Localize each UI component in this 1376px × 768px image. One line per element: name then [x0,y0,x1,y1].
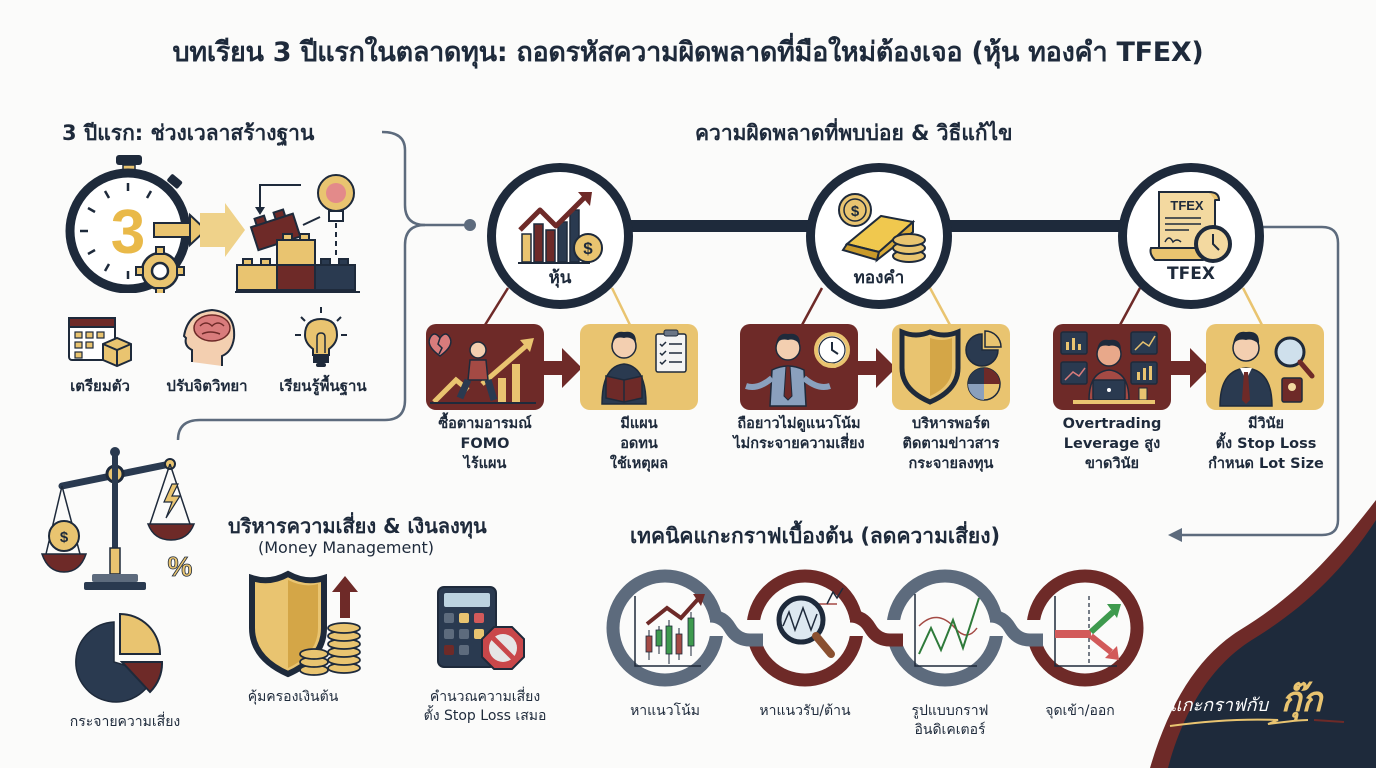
svg-text:$: $ [60,529,69,546]
solution-text-stock: มีแผน อดทน ใช้เหตุผล [609,416,669,472]
solution-card-stock [580,324,698,410]
money-item-label: คุ้มครองเงินต้น [247,689,339,705]
money-item-label: คำนวณความเสี่ยง ตั้ง Stop Loss เสมอ [423,689,547,724]
calculator-stop-icon [437,586,525,670]
market-node-gold: $ ทองคำ [806,163,952,309]
technical-item-label: รูปแบบกราฟ อินดิเคเตอร์ [911,703,989,738]
indicator-chart-icon [914,594,980,667]
technical-title: เทคนิคแกะกราฟเบื้องต้น (ลดความเสี่ยง) [630,524,1001,548]
candlestick-trend-icon [634,594,705,667]
solution-text-tfex: มีวินัย ตั้ง Stop Loss กำหนด Lot Size [1208,416,1324,472]
solution-text-gold: บริหารพอร์ต ติดตามข่าวสาร กระจายลงทุน [902,416,1000,472]
pie-chart-icon [75,612,164,703]
stock-chart-icon: $ [518,192,603,264]
entry-exit-icon [1054,596,1121,667]
problem-text-gold: ถือยาวไม่ดูแนวโน้ม ไม่กระจายความเสี่ยง [733,416,865,452]
lightbulb-icon [295,307,347,367]
arrow-right-icon [542,348,582,388]
problem-text-tfex: Overtrading Leverage สูง ขาดวินัย [1062,416,1162,472]
svg-text:3: 3 [111,198,145,267]
stopwatch-icon: 3 [65,155,245,293]
disciplined-trader-icon [1219,331,1315,407]
building-blocks-icon [235,174,360,293]
money-item-label: กระจายความเสี่ยง [69,714,181,730]
svg-text:%: % [168,551,193,582]
market-node-stock: $ หุ้น [487,163,633,309]
foundation-title: 3 ปีแรก: ช่วงเวลาสร้างฐาน [62,121,315,145]
gold-bar-icon: $ [838,193,926,263]
svg-text:TFEX: TFEX [1170,198,1204,213]
mistakes-title: ความผิดพลาดที่พบบ่อย & วิธีแก้ไข [695,121,1013,145]
tfex-contract-icon: TFEX [1149,191,1232,263]
market-name: หุ้น [548,268,572,288]
money-subtitle: (Money Management) [258,538,435,557]
magnifier-support-icon [776,587,844,658]
foundation-item-label: เรียนรู้พื้นฐาน [279,377,367,395]
panic-investor-icon [428,333,536,404]
brand-logo: แกะกราฟกับ กุ๊ก [1168,668,1368,738]
technical-item-label: จุดเข้า/ออก [1045,703,1115,719]
brand-text: แกะกราฟกับ [1170,695,1268,716]
solution-card-gold [892,324,1010,410]
brain-head-icon [182,308,236,366]
problem-text-stock: ซื้อตามอารมณ์ FOMO ไร้แผน [438,416,532,472]
page-title: บทเรียน 3 ปีแรกในตลาดทุน: ถอดรหัสความผิด… [172,37,1204,68]
shield-coins-icon [249,570,361,678]
arrow-right-icon [856,348,896,388]
svg-text:$: $ [583,239,593,258]
arrow-right-icon [1170,348,1210,388]
calendar-box-icon [68,317,132,368]
problem-card-stock [426,324,544,410]
problem-card-tfex [1053,324,1171,410]
balance-scale-icon: $ % [40,447,196,590]
foundation-item-label: เตรียมตัว [70,377,130,395]
solution-card-tfex [1206,324,1324,410]
confused-holder-icon [745,332,850,407]
technical-chain [606,569,1144,687]
money-title: บริหารความเสี่ยง & เงินลงทุน [228,514,487,538]
market-name: TFEX [1167,264,1215,284]
brand-name: กุ๊ก [1281,680,1323,720]
overtrader-icon [1060,331,1158,404]
foundation-item-label: ปรับจิตวิทยา [166,377,248,395]
market-node-tfex: TFEX TFEX [1118,163,1264,309]
technical-item-label: หาแนวโน้ม [630,703,700,719]
shield-portfolio-icon [899,328,1002,405]
market-name: ทองคำ [853,268,905,288]
technical-item-label: หาแนวรับ/ต้าน [759,703,851,719]
problem-card-gold [740,324,858,410]
reading-planner-icon [601,329,687,405]
svg-text:$: $ [851,203,860,220]
brand-underline [1169,718,1345,727]
